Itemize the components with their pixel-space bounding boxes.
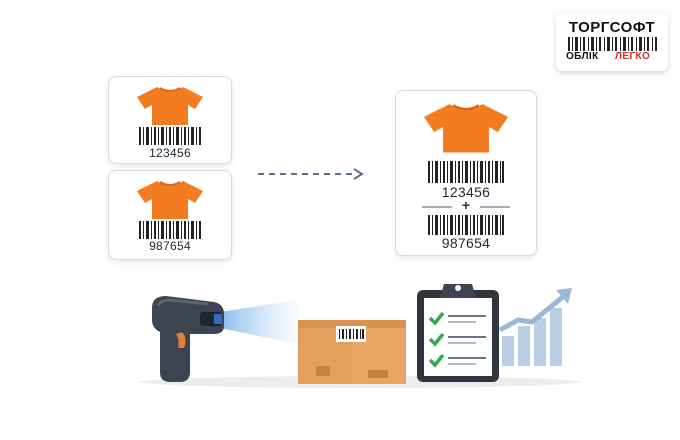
growth-chart-icon xyxy=(498,288,572,366)
clipboard-checklist-icon xyxy=(417,284,499,382)
separator-line xyxy=(422,206,510,208)
merged-code-top: 123456 xyxy=(441,184,491,200)
dashed-arrow-icon xyxy=(258,168,364,180)
merged-product-card: 123456 + 987654 xyxy=(395,90,537,256)
logo-barcode-icon xyxy=(568,37,657,51)
logo-tagline-part1: ОБЛІК xyxy=(566,51,599,62)
tshirt-icon xyxy=(137,87,203,125)
product-card-a: 123456 xyxy=(108,76,232,164)
logo-name: ТОРГСОФТ xyxy=(568,19,656,36)
barcode-scanner-icon xyxy=(152,296,298,382)
product-code-a: 123456 xyxy=(149,146,191,160)
barcode-icon xyxy=(428,161,504,183)
product-card-b: 987654 xyxy=(108,170,232,260)
plus-sign: + xyxy=(461,197,471,213)
barcode-icon xyxy=(139,127,201,145)
barcode-icon xyxy=(139,221,201,239)
cardboard-box-icon xyxy=(298,320,406,384)
logo-tagline-part2: ЛЕГКО xyxy=(615,51,651,62)
tshirt-icon xyxy=(137,181,203,219)
checklist-items xyxy=(428,311,486,368)
merged-code-bottom: 987654 xyxy=(441,235,491,251)
product-code-b: 987654 xyxy=(149,239,191,253)
tshirt-icon xyxy=(424,104,508,153)
torgsoft-logo: ТОРГСОФТ ОБЛІК ЛЕГКО xyxy=(556,13,668,71)
barcode-icon xyxy=(428,215,504,235)
